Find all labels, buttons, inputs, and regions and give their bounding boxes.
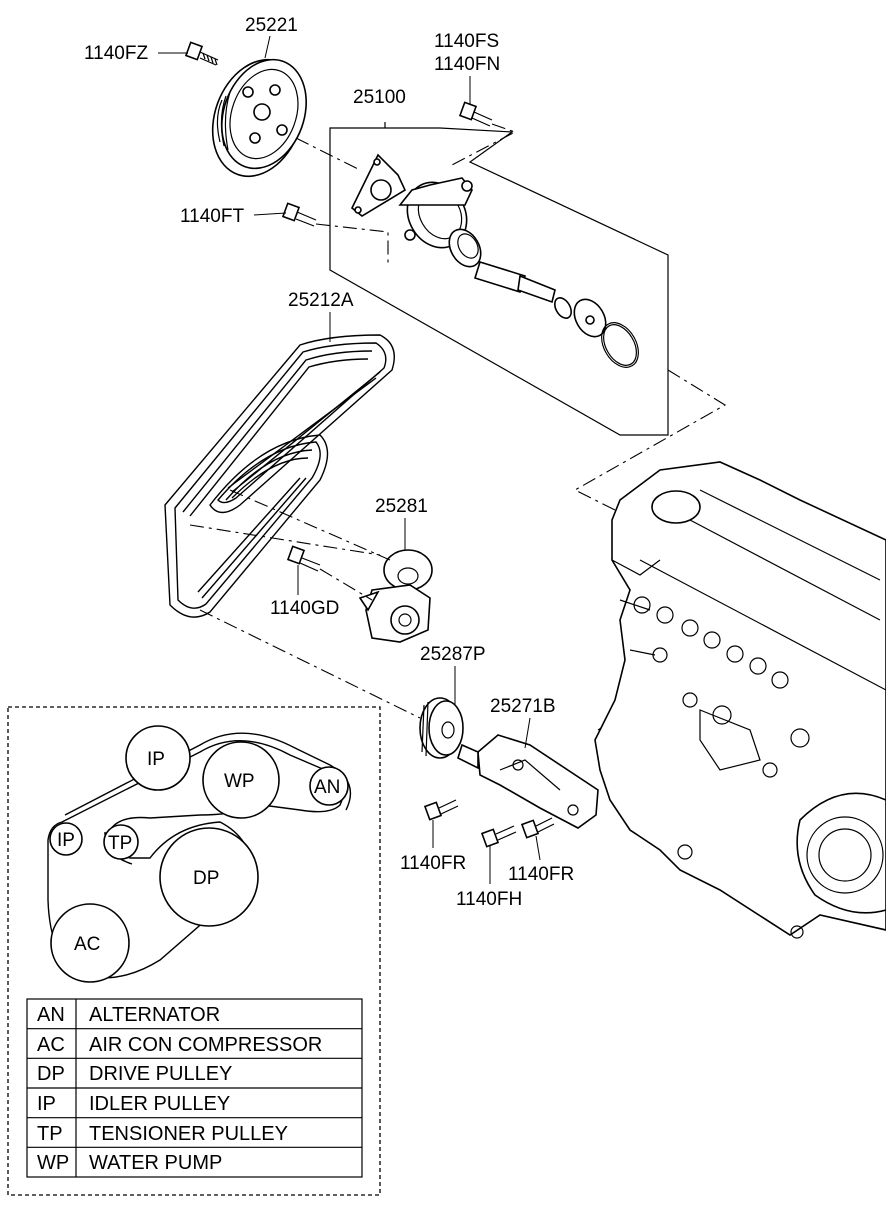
bolt-1140fz[interactable]: [184, 41, 219, 66]
belt-routing-diagram: IP WP AN IP TP DP AC: [47, 725, 352, 983]
water-pump-gasket[interactable]: [350, 153, 407, 217]
bolt-1140ft[interactable]: [281, 202, 389, 265]
water-pump-housing[interactable]: [396, 172, 487, 273]
ac-pulley: [50, 903, 130, 983]
tensioner-assembly-25281[interactable]: [358, 549, 433, 643]
idler-pulley-25287p[interactable]: [419, 697, 464, 759]
label-25287p: 25287P: [420, 644, 486, 665]
tensioner-guide-line-2: [229, 489, 391, 561]
ac-label: AC: [74, 934, 100, 955]
engine-block: [594, 461, 886, 939]
water-pump-shaft[interactable]: [473, 260, 646, 374]
tensioner-guide-line: [189, 524, 381, 556]
legend-name: TENSIONER PULLEY: [89, 1123, 288, 1145]
wp-pulley: [202, 741, 280, 819]
bolt-1140fh[interactable]: [480, 825, 517, 848]
bolt-1140fr-left[interactable]: [423, 799, 459, 821]
water-pump-assembly-outline: [329, 122, 727, 511]
label-25100: 25100: [353, 87, 406, 108]
label-25271b: 25271B: [490, 696, 556, 717]
bolt-1140fr-right[interactable]: [520, 817, 555, 839]
legend-code: DP: [37, 1063, 65, 1085]
bolt-1140fs-fn[interactable]: [451, 101, 517, 166]
pulley-guide-line: [295, 137, 361, 171]
bolt-1140gd[interactable]: [286, 545, 373, 601]
tp-pulley: [103, 824, 139, 860]
tp-label: TP: [108, 833, 132, 854]
label-1140fn: 1140FN: [434, 54, 500, 75]
idler-guide-line: [199, 609, 421, 719]
ip-left-pulley: [49, 822, 83, 856]
ip-left-label: IP: [57, 830, 75, 851]
water-pump-pulley[interactable]: [197, 47, 321, 189]
legend-name: WATER PUMP: [89, 1152, 222, 1174]
label-25212a: 25212A: [288, 290, 354, 311]
legend-name: AIR CON COMPRESSOR: [89, 1034, 322, 1056]
legend-code: AC: [37, 1034, 65, 1056]
legend-code: AN: [37, 1004, 65, 1026]
legend-table: AN ALTERNATOR AC AIR CON COMPRESSOR DP D…: [26, 998, 363, 1178]
legend-code: WP: [37, 1152, 69, 1174]
wp-label: WP: [224, 771, 255, 792]
dp-pulley: [159, 827, 259, 927]
legend-name: DRIVE PULLEY: [89, 1063, 232, 1085]
legend-name: ALTERNATOR: [89, 1004, 220, 1026]
legend-code: IP: [37, 1093, 56, 1115]
idler-bracket-25271b[interactable]: [457, 734, 599, 829]
label-1140fr-right: 1140FR: [508, 864, 574, 885]
dp-label: DP: [193, 868, 219, 889]
callout-labels: 25221 1140FZ 1140FS 1140FN 25100 1140FT …: [84, 15, 574, 910]
legend-code: TP: [37, 1123, 63, 1145]
an-pulley: [309, 766, 349, 806]
legend-name: IDLER PULLEY: [89, 1093, 230, 1115]
label-1140fr-left: 1140FR: [400, 853, 466, 874]
label-1140fs: 1140FS: [434, 31, 499, 52]
label-1140ft: 1140FT: [180, 206, 244, 227]
label-1140gd: 1140GD: [270, 598, 339, 619]
belt-routing-frame: [7, 706, 381, 1196]
drive-belt-25212a[interactable]: [164, 334, 395, 618]
ip-top-label: IP: [147, 749, 165, 770]
label-25221: 25221: [245, 15, 298, 36]
label-1140fz: 1140FZ: [84, 43, 148, 64]
an-label: AN: [314, 777, 340, 798]
ip-top-pulley: [125, 725, 191, 791]
label-1140fh: 1140FH: [456, 889, 522, 910]
label-25281: 25281: [375, 496, 428, 517]
